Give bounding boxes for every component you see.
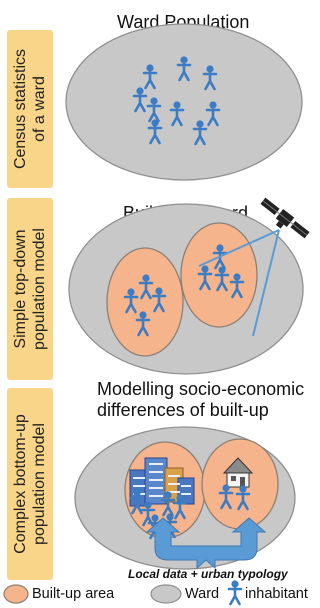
legend-person-icon [227,579,243,606]
modelling-title-line1: Modelling socio-economic [97,379,305,399]
satellite-beams [198,229,280,337]
house-icon [222,457,254,488]
satellite-icon [260,197,310,239]
data-arrow [145,517,267,570]
modelling-title-line2: differences of built-up [97,400,269,420]
legend-inhabitant-label: inhabitant [245,586,308,602]
local-data-note: Local data + urban typology [128,567,288,581]
legend-builtup-swatch [3,584,29,604]
legend-builtup-label: Built-up area [32,586,115,602]
builtup-area-2a [106,247,184,357]
legend-ward-swatch [150,584,182,604]
ward-circle-1 [65,23,303,181]
legend-ward-label: Ward [185,586,220,602]
